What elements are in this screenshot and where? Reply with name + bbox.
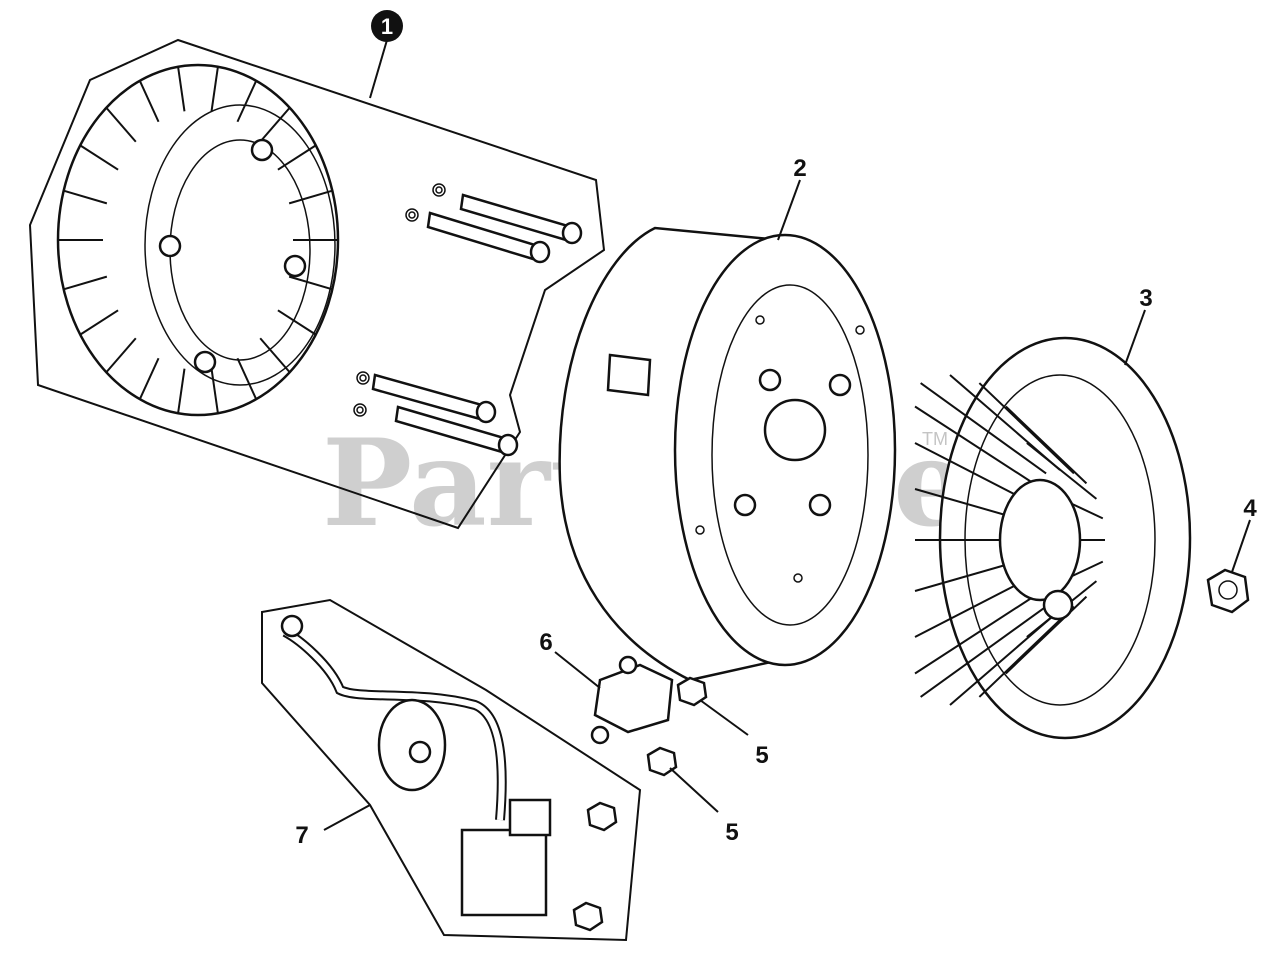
watermark-tm: TM bbox=[922, 429, 948, 449]
stator-tooth bbox=[105, 337, 137, 373]
ignition-kit-outline bbox=[261, 598, 642, 942]
callout-5a-label: 5 bbox=[755, 742, 768, 769]
callout-4-label: 4 bbox=[1243, 495, 1257, 522]
stator-tooth bbox=[236, 80, 258, 123]
stator-tooth bbox=[79, 309, 119, 336]
fan-blade bbox=[914, 442, 1025, 500]
fan-blade bbox=[1005, 595, 1088, 675]
callout-3-label: 3 bbox=[1139, 285, 1152, 312]
fan-blade bbox=[914, 595, 1035, 675]
callout-1-label: 1 bbox=[381, 14, 393, 39]
stator-tooth bbox=[236, 357, 258, 400]
stator-tooth bbox=[277, 144, 317, 171]
stator-tooth bbox=[259, 107, 291, 143]
stator-tooth bbox=[105, 107, 137, 143]
rotor bbox=[558, 226, 897, 682]
stator-tooth bbox=[177, 66, 186, 112]
stator-tooth bbox=[288, 275, 333, 291]
stator-tooth bbox=[259, 337, 291, 373]
fan-blade bbox=[914, 560, 1018, 592]
stator-tooth bbox=[63, 189, 108, 205]
fan-blade bbox=[978, 605, 1075, 698]
fan-blade bbox=[978, 382, 1075, 475]
stator-tooth bbox=[277, 309, 317, 336]
stator-tooth bbox=[79, 144, 119, 171]
callout-1: 1 bbox=[371, 10, 403, 42]
rectifier bbox=[590, 655, 674, 745]
stator-kit-outline bbox=[28, 38, 606, 530]
fan-blade bbox=[920, 605, 1047, 698]
callout-7-label: 7 bbox=[295, 822, 308, 849]
stator-tooth bbox=[138, 80, 160, 123]
stator-tooth bbox=[288, 189, 333, 205]
stator bbox=[56, 63, 340, 417]
ignition-lead bbox=[280, 614, 552, 917]
stator-tooth bbox=[138, 357, 160, 400]
fan-blade bbox=[1026, 442, 1098, 500]
flywheel-fan bbox=[914, 336, 1192, 740]
flange-nut bbox=[1206, 568, 1250, 614]
callout-5b-label: 5 bbox=[725, 819, 738, 846]
fan-blade bbox=[949, 609, 1061, 706]
fan-blade bbox=[1005, 405, 1088, 485]
small-bolts bbox=[572, 676, 708, 932]
callout-6-label: 6 bbox=[539, 629, 552, 656]
stator-tooth bbox=[63, 275, 108, 291]
callout-2-label: 2 bbox=[793, 155, 806, 182]
fan-blade bbox=[914, 405, 1035, 485]
leader-lines bbox=[323, 39, 1251, 831]
stator-tooth bbox=[177, 368, 186, 414]
stator-tooth bbox=[210, 66, 219, 112]
fan-blade bbox=[920, 382, 1047, 475]
fan-blade bbox=[914, 580, 1025, 638]
stator-tooth bbox=[210, 368, 219, 414]
fan-blade bbox=[914, 488, 1018, 520]
stator-bolts bbox=[353, 183, 583, 457]
